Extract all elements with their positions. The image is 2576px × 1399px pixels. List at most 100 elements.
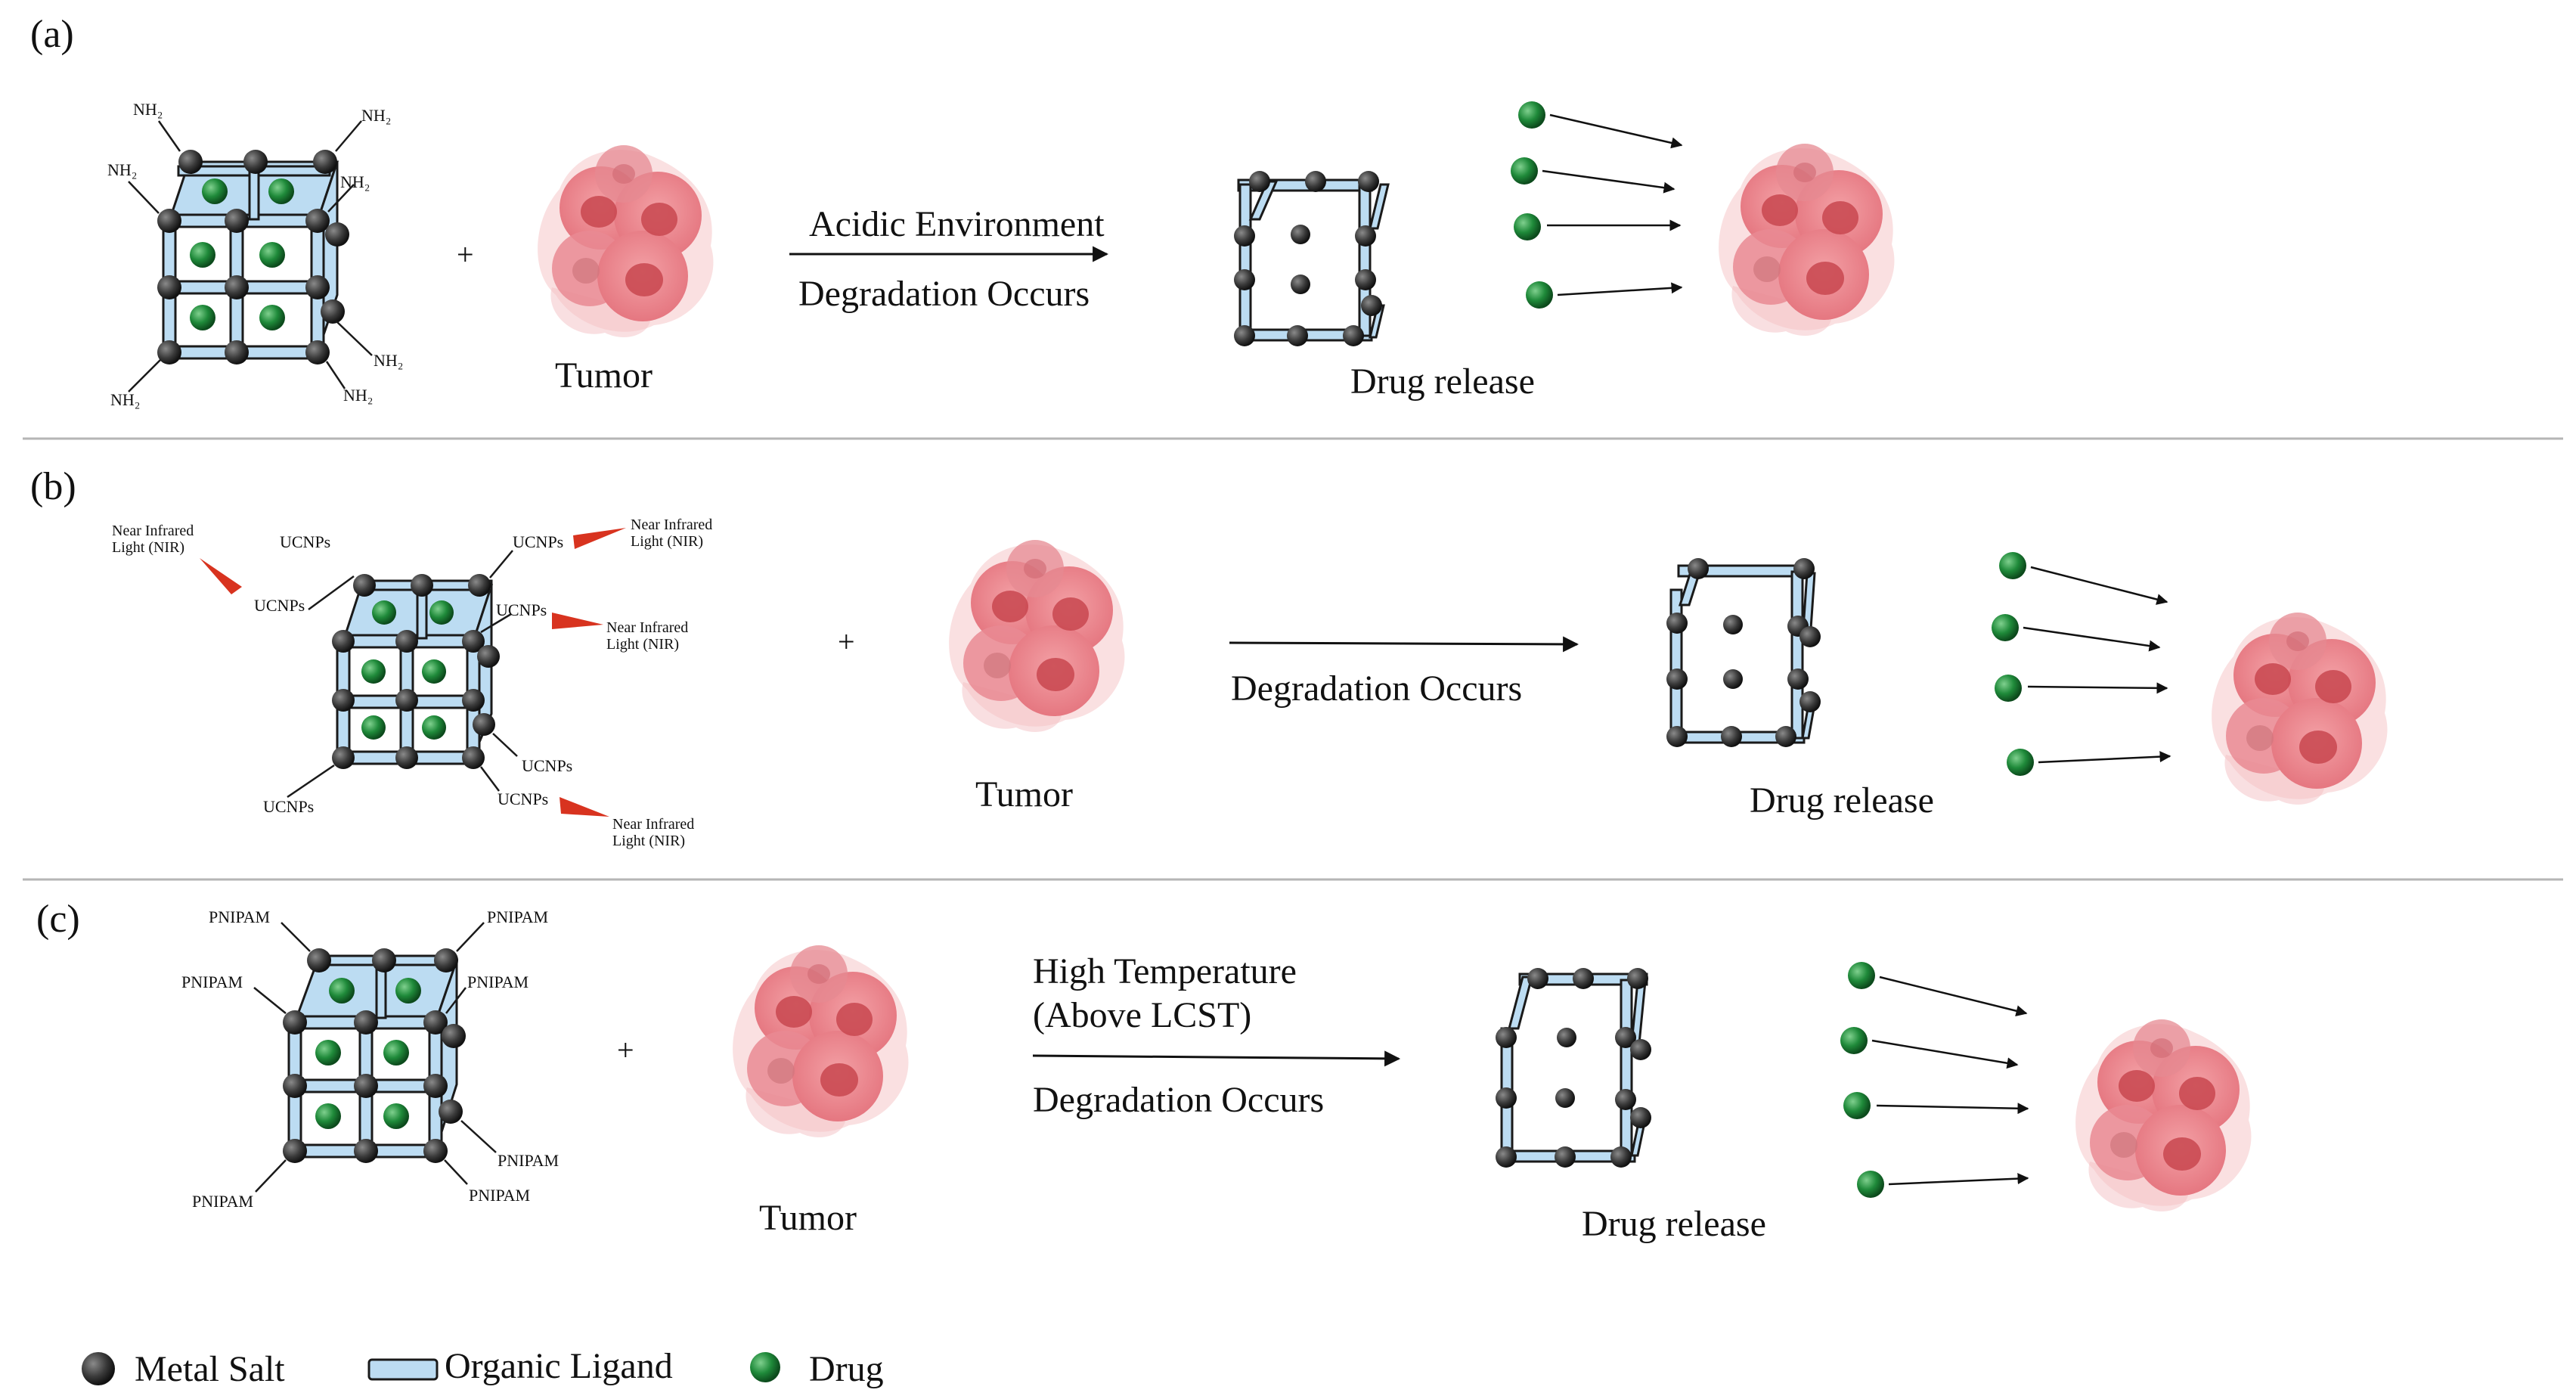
svg-text:Near Infrared: Near Infrared [612,816,694,833]
panel-b: (b) [30,465,2388,849]
metal-node [1666,558,1821,747]
ucnps-label: UCNPs [522,756,572,775]
released-drugs [1992,552,2171,776]
released-drugs [1511,101,1683,309]
metal-node [283,948,466,1163]
mof-cube: NH₂ NH₂ NH₂ NH₂ NH₂ NH₂ NH₂ [107,100,403,409]
svg-text:Near Infrared: Near Infrared [631,516,712,533]
nir-arrow-icon [200,558,242,594]
mof-cube: PNIPAM PNIPAM PNIPAM PNIPAM PNIPAM PNIPA… [181,907,559,1211]
drug-icon [1514,213,1541,240]
ucnps-label: UCNPs [513,532,563,551]
mof-cube: UCNPs UCNPs UCNPs UCNPs UCNPs UCNPs UCNP… [254,532,572,816]
plus-sign: + [457,237,474,271]
reaction-arrow [1229,636,1579,653]
legend-label: Organic Ligand [445,1346,673,1386]
svg-text:Light (NIR): Light (NIR) [631,533,703,550]
plus-sign: + [838,625,855,659]
drug-icon [1995,675,2022,702]
degraded-framework [1234,171,1390,346]
panel-c: (c) [36,898,2252,1244]
ucnps-label: UCNPs [263,797,314,816]
panel-a: (a) [30,13,1895,409]
svg-text:Light (NIR): Light (NIR) [606,636,679,653]
nh2-label: NH₂ [133,100,163,119]
tumor-label: Tumor [975,774,1073,814]
nir-light-indicator: Near Infrared Light (NIR) [560,797,694,849]
nh2-label: NH₂ [107,160,137,179]
pnipam-label: PNIPAM [467,972,529,991]
plus-sign: + [617,1033,634,1067]
condition-text: (Above LCST) [1033,995,1251,1035]
nir-arrow-icon [573,528,626,549]
drug-icon [1518,101,1545,129]
metal-node [332,574,500,769]
svg-text:Near Infrared: Near Infrared [112,523,194,539]
metal-node [1496,968,1651,1168]
svg-text:Light (NIR): Light (NIR) [112,539,184,556]
nir-light-indicator: Near Infrared Light (NIR) [112,523,242,594]
nir-arrow-icon [560,797,609,817]
tumor-icon [949,540,1125,732]
legend-label: Drug [809,1349,884,1389]
panel-label: (c) [36,898,80,941]
drug-icon [315,978,421,1129]
panel-label: (b) [30,465,76,508]
released-drugs [1840,962,2029,1198]
ucnps-label: UCNPs [498,789,548,808]
reaction-arrow [1032,1050,1401,1067]
ucnps-label: UCNPs [254,596,305,615]
tumor-icon [2212,613,2388,805]
drug-icon [1840,1027,1868,1054]
pnipam-label: PNIPAM [498,1151,559,1170]
pnipam-label: PNIPAM [487,907,548,926]
degradation-text: Degradation Occurs [798,274,1090,314]
nh2-label: NH₂ [374,351,403,370]
tumor-icon [2075,1019,2252,1211]
tumor-icon [538,145,714,337]
drug-icon [1992,614,2019,641]
release-label: Drug release [1350,361,1535,402]
legend: Metal Salt Organic Ligand Drug [82,1346,884,1389]
svg-text:Light (NIR): Light (NIR) [612,833,685,849]
nh2-label: NH₂ [110,390,140,409]
legend-metal-salt: Metal Salt [82,1349,285,1389]
drug-icon [190,178,294,330]
tumor-label: Tumor [759,1198,857,1238]
metal-node [1234,171,1382,346]
release-label: Drug release [1750,780,1934,820]
nh2-label: NH₂ [361,106,391,125]
pnipam-label: PNIPAM [192,1192,253,1211]
degradation-text: Degradation Occurs [1231,668,1522,709]
nir-light-indicator: Near Infrared Light (NIR) [573,516,712,550]
condition-text: Acidic Environment [809,204,1105,244]
drug-icon [1526,281,1553,309]
drug-icon [1511,157,1538,185]
pnipam-label: PNIPAM [209,907,270,926]
nh2-label: NH₂ [340,172,370,191]
condition-text: High Temperature [1033,951,1297,991]
tumor-label: Tumor [555,355,653,396]
drug-icon [2007,749,2034,776]
drug-icon [1999,552,2026,579]
legend-label: Metal Salt [135,1349,285,1389]
nir-light-indicator: Near Infrared Light (NIR) [552,613,688,653]
drug-icon [1843,1092,1871,1119]
ucnps-label: UCNPs [496,600,547,619]
legend-organic-ligand: Organic Ligand [367,1346,673,1386]
drug-icon [750,1352,780,1382]
ucnps-label: UCNPs [280,532,330,551]
pnipam-label: PNIPAM [469,1186,530,1205]
tumor-icon [733,945,909,1137]
degraded-framework [1666,558,1821,747]
degraded-framework [1496,968,1651,1168]
ligand-bar-icon [367,1358,439,1381]
nh2-label: NH₂ [343,386,373,405]
svg-text:Near Infrared: Near Infrared [606,619,688,636]
drug-icon [1857,1171,1884,1198]
release-label: Drug release [1582,1204,1766,1244]
legend-drug: Drug [750,1349,884,1389]
pnipam-label: PNIPAM [181,972,243,991]
drug-icon [361,600,454,740]
